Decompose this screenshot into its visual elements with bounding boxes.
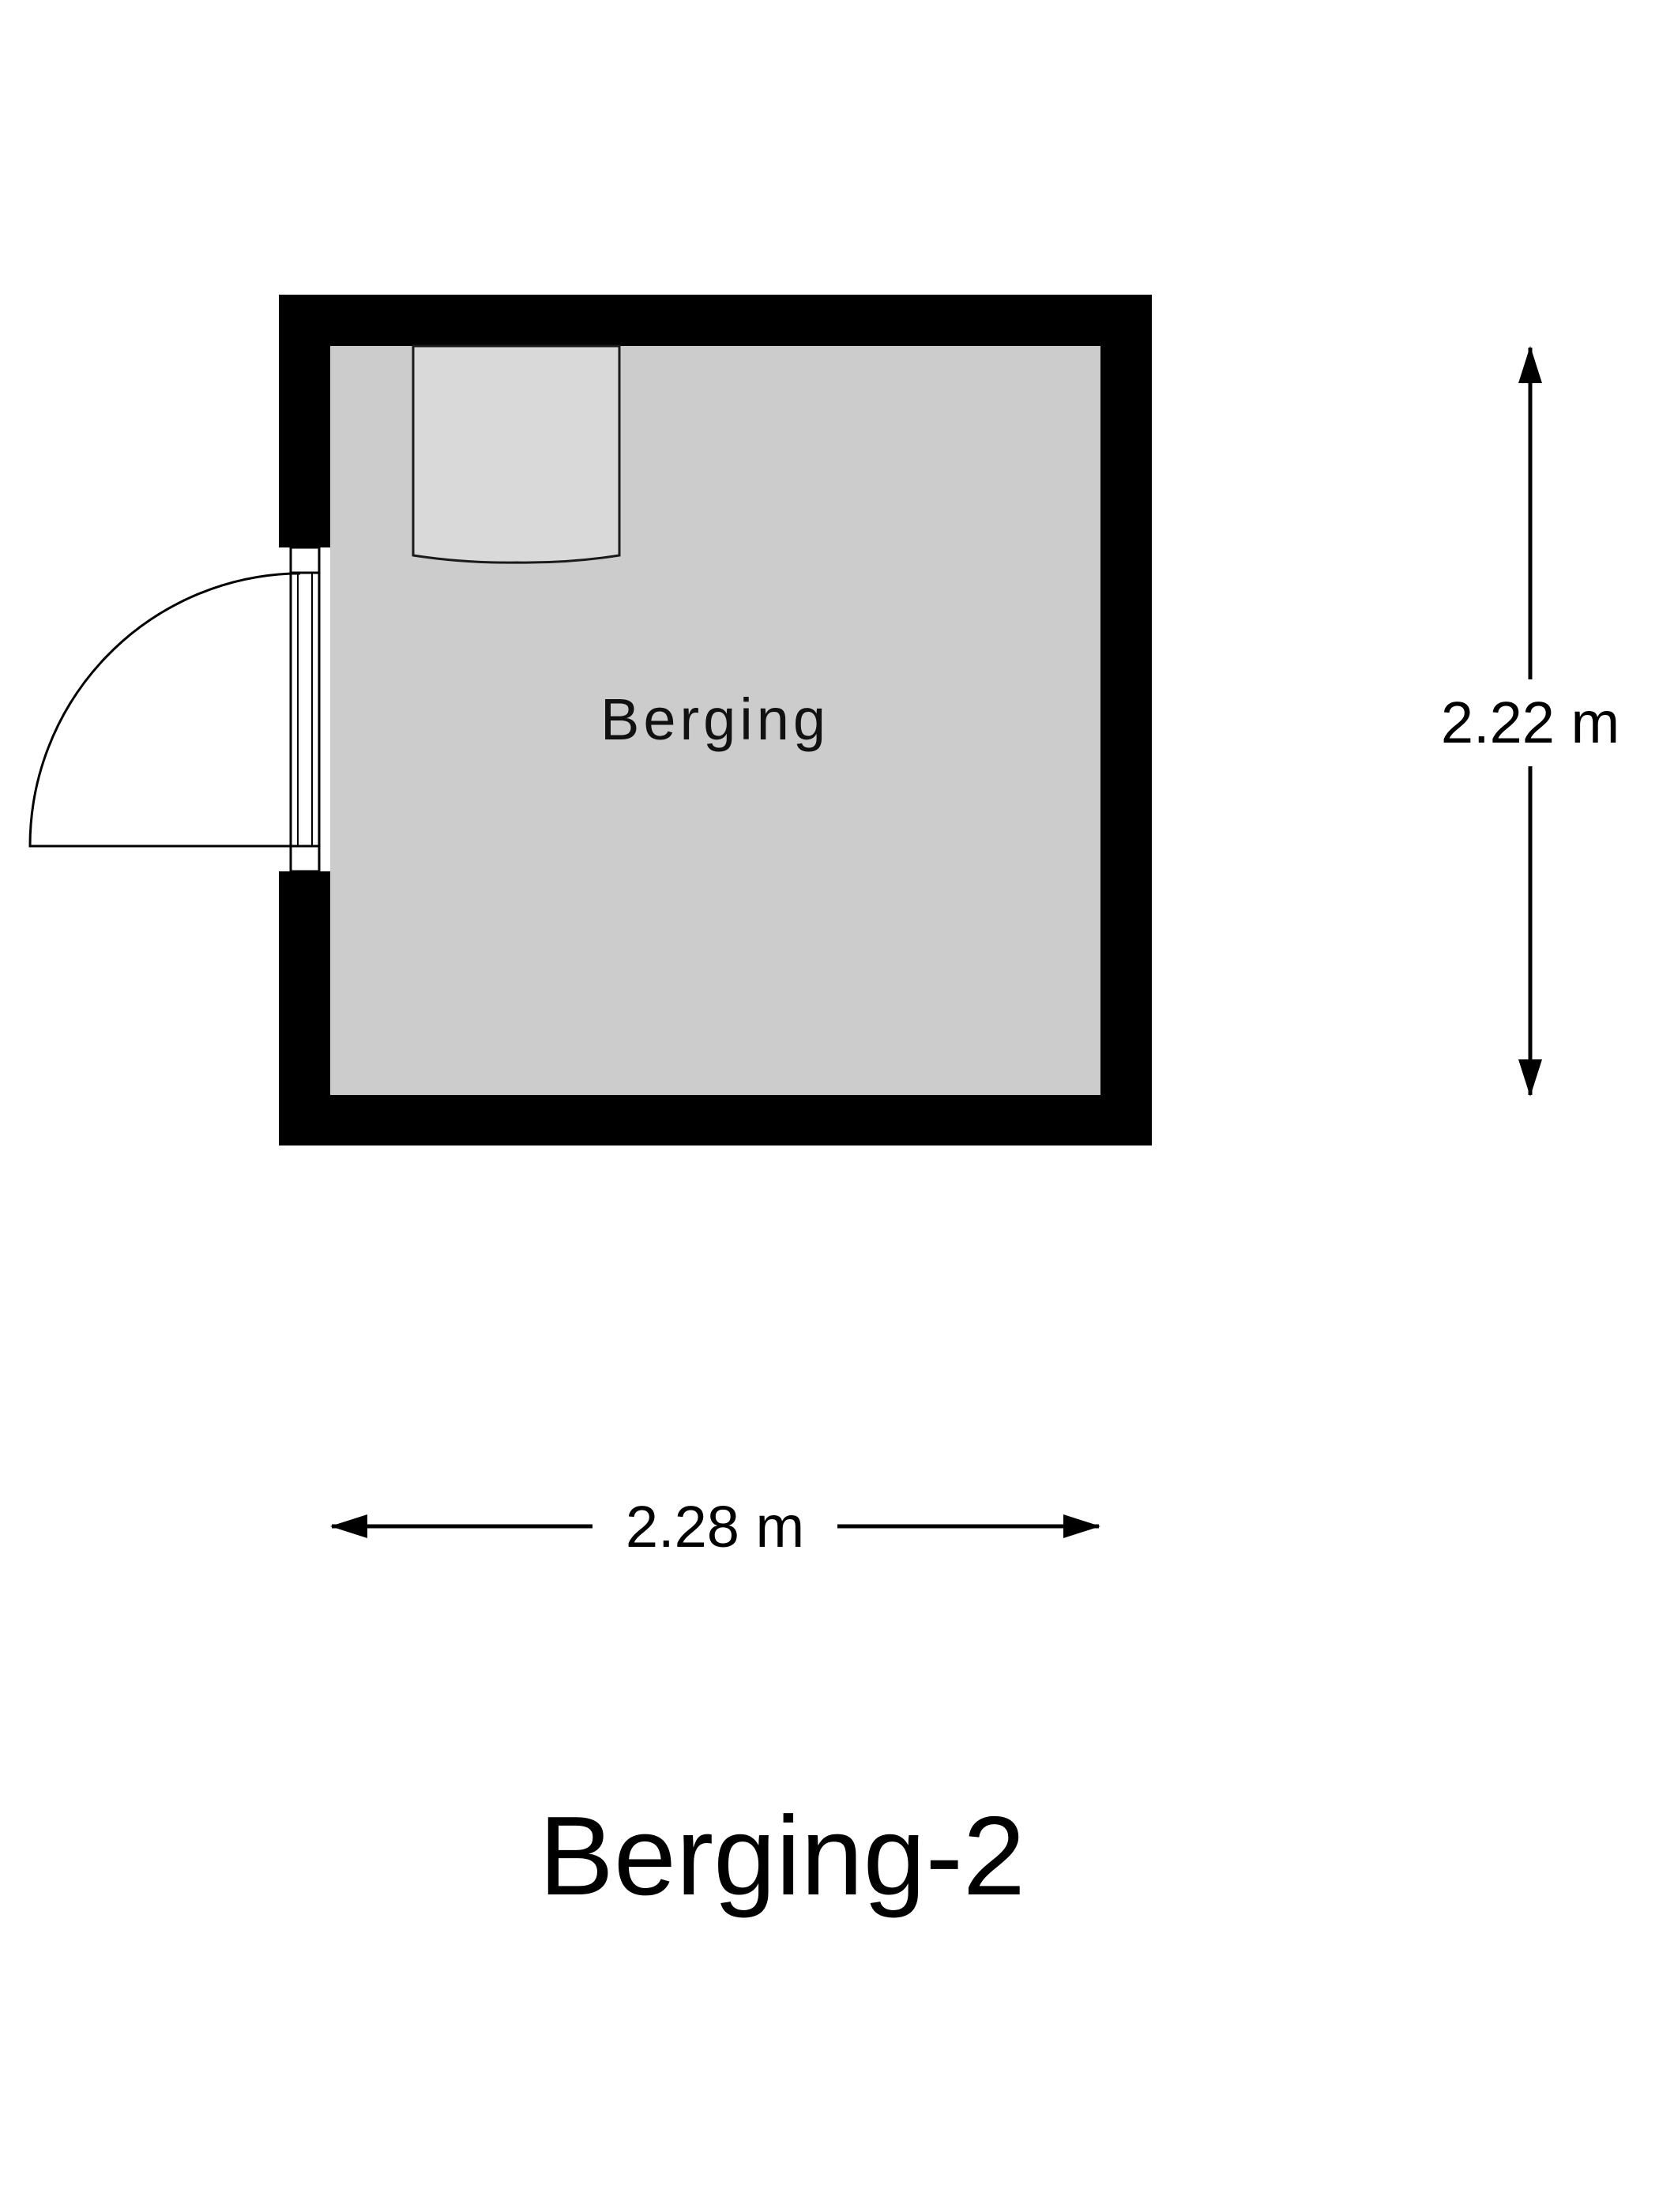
wall-top	[279, 295, 1152, 346]
fixture-body	[412, 344, 621, 564]
walls	[279, 295, 1152, 1146]
door-swing-arc	[28, 572, 300, 848]
height-arrow-up-icon	[1518, 346, 1542, 383]
plan-title: Berging-2	[539, 1793, 1025, 1919]
door-jamb	[289, 546, 321, 873]
width-dimension: 2.28 m	[330, 1494, 1100, 1559]
height-arrow-down-icon	[1518, 1059, 1542, 1097]
wall-right	[1100, 295, 1152, 1146]
height-dimension: 2.22 m	[1441, 346, 1620, 1097]
storage-fixture	[412, 344, 621, 564]
width-dimension-label: 2.28 m	[626, 1494, 804, 1559]
width-arrow-right-icon	[1063, 1514, 1100, 1538]
wall-left-upper	[279, 295, 330, 547]
height-dimension-label: 2.22 m	[1441, 690, 1620, 755]
wall-bottom	[279, 1095, 1152, 1146]
width-arrow-left-icon	[330, 1514, 367, 1538]
door-frame	[289, 546, 321, 873]
room-label: Berging	[600, 687, 830, 752]
wall-left-lower	[279, 871, 330, 1146]
door-swing	[28, 572, 300, 848]
